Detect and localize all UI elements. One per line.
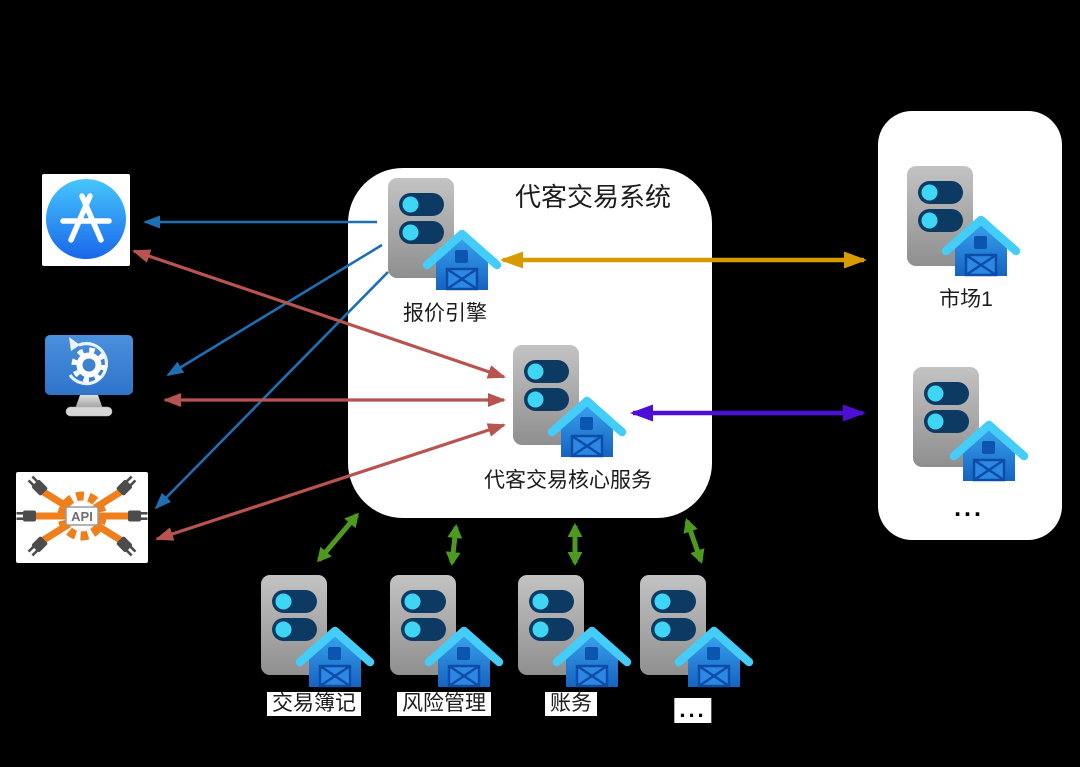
- system-title: 代客交易系统: [514, 182, 672, 212]
- monitor-stand: [75, 395, 103, 409]
- green-backend-arrows: [317, 512, 705, 566]
- node-label-accounting: 账务: [545, 692, 597, 716]
- more-backend-node: [640, 575, 770, 697]
- api-label-plate: [65, 506, 99, 526]
- api-label: API: [71, 509, 93, 524]
- arrow-system-more: [683, 518, 705, 564]
- monitor-base: [65, 406, 113, 417]
- arrow-system-bookkeeping: [317, 512, 359, 563]
- gear-ring: [76, 352, 102, 378]
- node-label-risk: 风险管理: [397, 692, 491, 716]
- node-label-core-service: 代客交易核心服务: [484, 469, 652, 492]
- node-label-market-1: 市场1: [939, 288, 993, 311]
- appstore-a-glyph: [60, 193, 112, 243]
- api-plugs: [16, 475, 148, 557]
- arrow-system-risk: [445, 524, 463, 566]
- node-label-quote-engine: 报价引擎: [403, 302, 487, 325]
- api-gear-teeth: [57, 491, 107, 541]
- sync-monitor-icon: [45, 335, 133, 417]
- node-label-bookkeeping: 交易簿记: [267, 692, 361, 716]
- risk-node: [390, 575, 520, 697]
- markets-ellipsis: ...: [954, 494, 984, 522]
- sync-arrow-head: [69, 337, 80, 351]
- api-gateway-icon: API: [16, 472, 148, 563]
- app-store-icon: [42, 174, 130, 266]
- gear-teeth: [71, 347, 107, 383]
- backend-ellipsis: ...: [674, 697, 712, 723]
- accounting-node: [518, 575, 648, 697]
- market-2-node: [913, 367, 1043, 497]
- bookkeeping-node: [261, 575, 391, 697]
- market-1-node: [907, 166, 1037, 288]
- core-service-node: [513, 345, 643, 467]
- quote-engine-node: [388, 178, 518, 300]
